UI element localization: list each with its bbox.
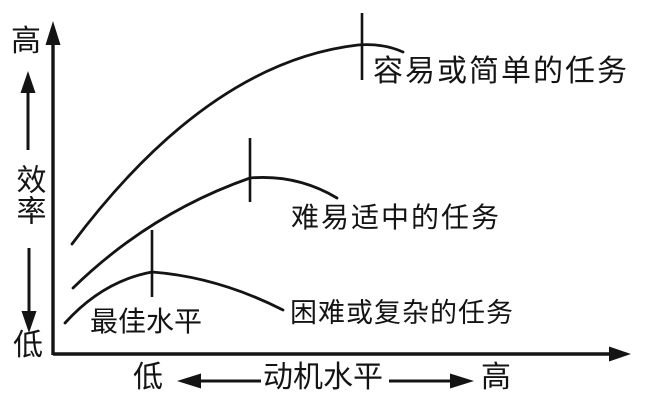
x-axis-title: 动机水平 — [263, 361, 383, 394]
y-axis-high-label: 高 — [11, 25, 41, 58]
y-axis-title: 效率 — [11, 164, 45, 226]
motivation-left-arrow-icon — [177, 373, 261, 389]
x-axis-low-label: 低 — [133, 361, 163, 394]
motivation-right-arrow-icon — [389, 373, 474, 389]
curve-easy-task — [70, 43, 405, 246]
efficiency-down-arrow-icon — [21, 248, 37, 333]
curve-medium-task — [71, 176, 339, 290]
efficiency-up-arrow-icon — [20, 71, 36, 150]
x-axis-high-label: 高 — [481, 361, 511, 394]
y-axis-low-label: 低 — [13, 329, 43, 362]
y-axis-arrowhead — [45, 21, 61, 45]
curve-label-hard: 困难或复杂的任务 — [290, 298, 514, 328]
x-axis-arrowhead — [609, 346, 631, 362]
curve-label-easy: 容易或简单的任务 — [373, 55, 629, 88]
optimal-level-label: 最佳水平 — [90, 307, 203, 338]
curve-label-medium: 难易适中的任务 — [291, 203, 502, 234]
